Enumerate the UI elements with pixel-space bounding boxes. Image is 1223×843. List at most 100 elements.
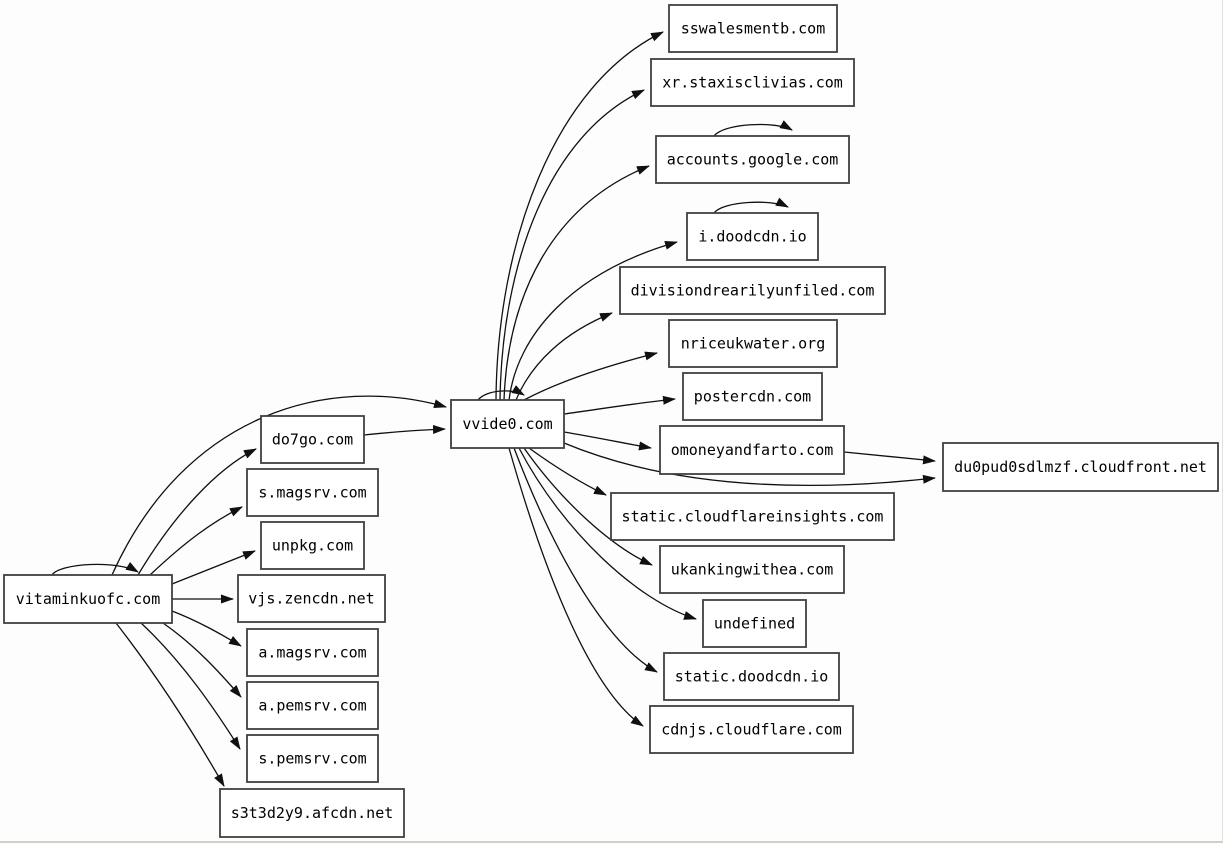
node-label: du0pud0sdlmzf.cloudfront.net [954, 458, 1207, 476]
edge-accounts-google-com-to-accounts-google-com [713, 120, 793, 137]
edges-layer [51, 31, 936, 787]
node-label: s3t3d2y9.afcdn.net [231, 804, 394, 822]
node-a-magsrv-com: a.magsrv.com [246, 628, 379, 677]
node-static-cloudflareinsights-com: static.cloudflareinsights.com [610, 492, 895, 541]
node-i-doodcdn-io: i.doodcdn.io [686, 212, 819, 261]
node-box [702, 599, 807, 648]
edge-vitaminkuofc-com-to-s-magsrv-com [149, 506, 243, 576]
node-box [3, 574, 173, 624]
node-box [450, 399, 565, 449]
node-undefined: undefined [702, 599, 807, 648]
edge-vvide0-com-to-static-cloudflareinsights-com [528, 447, 607, 496]
edge-vvide0-com-to-sswalesmentb-com [495, 31, 664, 401]
node-cdnjs-cloudflare-com: cdnjs.cloudflare.com [649, 705, 854, 754]
edge-vitaminkuofc-com-to-do7go-com [137, 448, 257, 576]
node-box [610, 492, 895, 541]
node-du0pud0sdlmzf-cloudfront-net: du0pud0sdlmzf.cloudfront.net [942, 442, 1219, 492]
node-box [686, 212, 819, 261]
node-sswalesmentb-com: sswalesmentb.com [668, 4, 838, 53]
node-postercdn-com: postercdn.com [682, 372, 823, 421]
node-box [663, 652, 840, 701]
node-box [659, 545, 845, 594]
node-box [682, 372, 823, 421]
node-box [260, 521, 365, 570]
edge-vvide0-com-to-cdnjs-cloudflare-com [508, 447, 644, 727]
node-label: vvide0.com [462, 415, 552, 433]
node-box [246, 681, 379, 730]
node-s-magsrv-com: s.magsrv.com [246, 468, 379, 517]
edge-vvide0-com-to-divisiondrearilyunfiled-com [515, 312, 613, 401]
edge-vvide0-com-to-static-doodcdn-io [513, 447, 658, 673]
node-label: cdnjs.cloudflare.com [661, 721, 842, 739]
node-label: sswalesmentb.com [681, 20, 826, 38]
node-box [659, 425, 845, 475]
node-label: s.magsrv.com [258, 484, 366, 502]
node-box [246, 468, 379, 517]
edge-vvide0-com-to-i-doodcdn-io [508, 240, 678, 401]
edge-vvide0-com-to-omoneyandfarto-com [563, 431, 652, 451]
node-label: a.magsrv.com [258, 644, 366, 662]
node-box [246, 628, 379, 677]
node-s3t3d2y9-afcdn-net: s3t3d2y9.afcdn.net [219, 788, 405, 838]
edge-vvide0-com-to-vvide0-com [477, 385, 525, 401]
node-label: accounts.google.com [667, 151, 839, 169]
node-label: static.cloudflareinsights.com [622, 508, 884, 526]
node-label: postercdn.com [694, 388, 811, 406]
node-box [655, 135, 850, 184]
node-box [246, 734, 379, 783]
edge-vvide0-com-to-postercdn-com [563, 395, 676, 415]
node-box [649, 705, 854, 754]
node-box [668, 319, 838, 368]
node-label: ukankingwithea.com [671, 561, 834, 579]
node-accounts-google-com: accounts.google.com [655, 135, 850, 184]
edge-vitaminkuofc-com-to-a-pemsrv-com [162, 622, 242, 698]
node-box [237, 574, 386, 623]
edge-vvide0-com-to-xr-staxisclivias-com [499, 89, 645, 401]
node-xr-staxisclivias-com: xr.staxisclivias.com [650, 58, 855, 107]
node-a-pemsrv-com: a.pemsrv.com [246, 681, 379, 730]
edge-vitaminkuofc-com-to-s3t3d2y9-afcdn-net [115, 622, 225, 787]
edge-vitaminkuofc-com-to-unpkg-com [171, 550, 256, 585]
node-label: do7go.com [272, 431, 353, 449]
edge-vvide0-com-to-nriceukwater-org [523, 351, 658, 401]
node-label: a.pemsrv.com [258, 697, 366, 715]
node-vitaminkuofc-com: vitaminkuofc.com [3, 574, 173, 624]
node-unpkg-com: unpkg.com [260, 521, 365, 570]
node-ukankingwithea-com: ukankingwithea.com [659, 545, 845, 594]
node-box [260, 415, 365, 464]
node-label: i.doodcdn.io [698, 228, 806, 246]
node-label: undefined [714, 615, 795, 633]
node-do7go-com: do7go.com [260, 415, 365, 464]
node-label: nriceukwater.org [681, 335, 826, 353]
node-vvide0-com: vvide0.com [450, 399, 565, 449]
node-box [619, 266, 886, 315]
edge-vitaminkuofc-com-to-a-magsrv-com [171, 610, 242, 647]
node-box [219, 788, 405, 838]
node-box [650, 58, 855, 107]
node-label: vjs.zencdn.net [248, 590, 374, 608]
node-s-pemsrv-com: s.pemsrv.com [246, 734, 379, 783]
node-label: xr.staxisclivias.com [662, 74, 843, 92]
edge-omoneyandfarto-com-to-du0pud0sdlmzf-cloudfront-net [843, 451, 936, 465]
node-static-doodcdn-io: static.doodcdn.io [663, 652, 840, 701]
node-vjs-zencdn-net: vjs.zencdn.net [237, 574, 386, 623]
edge-vvide0-com-to-du0pud0sdlmzf-cloudfront-net [563, 442, 936, 487]
nodes-layer: vitaminkuofc.com do7go.com s.magsrv.com unp… [3, 4, 1219, 838]
edge-i-doodcdn-io-to-i-doodcdn-io [713, 197, 789, 214]
edge-vvide0-com-to-undefined [518, 447, 697, 620]
node-box [942, 442, 1219, 492]
node-box [668, 4, 838, 53]
edge-vitaminkuofc-com-to-s-pemsrv-com [140, 622, 241, 750]
edge-vvide0-com-to-accounts-google-com [503, 165, 650, 401]
node-nriceukwater-org: nriceukwater.org [668, 319, 838, 368]
edge-vitaminkuofc-com-to-vitaminkuofc-com [51, 561, 139, 576]
node-label: s.pemsrv.com [258, 750, 366, 768]
node-label: divisiondrearilyunfiled.com [631, 282, 875, 300]
node-divisiondrearilyunfiled-com: divisiondrearilyunfiled.com [619, 266, 886, 315]
node-label: unpkg.com [272, 537, 353, 555]
node-omoneyandfarto-com: omoneyandfarto.com [659, 425, 845, 475]
node-label: omoneyandfarto.com [671, 441, 834, 459]
edge-vvide0-com-to-ukankingwithea-com [523, 447, 653, 566]
